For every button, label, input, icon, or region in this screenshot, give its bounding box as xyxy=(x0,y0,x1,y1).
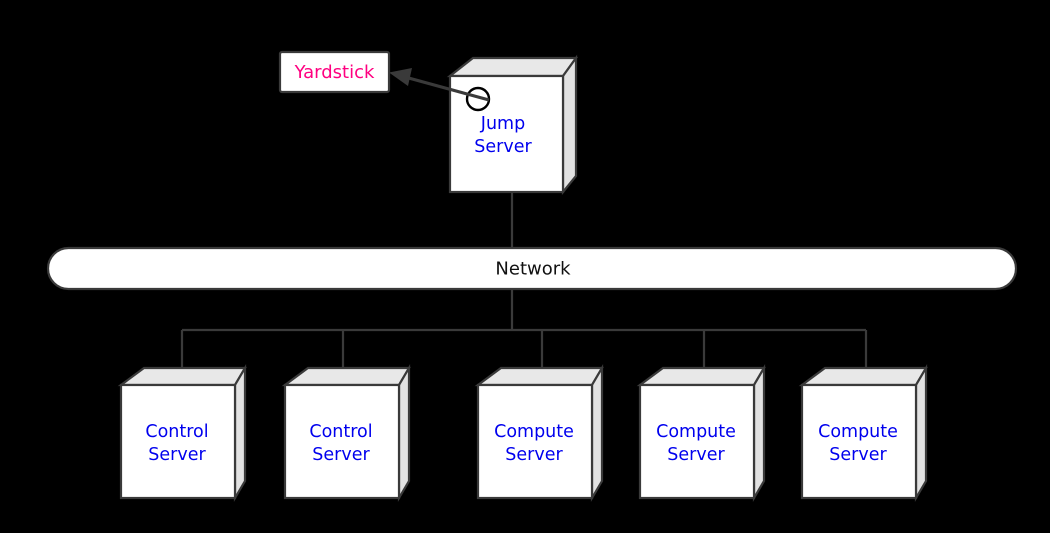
compute-server-1-front-face xyxy=(476,383,594,500)
compute-server-1-label-line1: Compute xyxy=(494,422,574,442)
compute-server-3-top-face xyxy=(798,366,928,387)
compute-server-3-side-face xyxy=(914,363,928,503)
yardstick-label-box[interactable]: Yardstick xyxy=(278,50,391,94)
compute-server-3-front-face xyxy=(800,383,918,500)
compute-server-3-node[interactable]: Compute Server xyxy=(798,363,928,503)
control-server-1-label-line2: Server xyxy=(148,445,206,465)
compute-server-1-node[interactable]: Compute Server xyxy=(474,363,604,503)
compute-server-2-side-face xyxy=(752,363,766,503)
yardstick-text: Yardstick xyxy=(294,62,375,83)
network-bar[interactable]: Network xyxy=(46,246,1018,291)
control-server-2-front-face xyxy=(283,383,401,500)
control-server-2-label-line2: Server xyxy=(312,445,370,465)
compute-server-3-label-line2: Server xyxy=(829,445,887,465)
control-server-1-node[interactable]: Control Server xyxy=(117,363,247,503)
compute-server-1-label-line2: Server xyxy=(505,445,563,465)
jump-server-node[interactable]: Jump Server xyxy=(446,54,579,196)
control-server-2-node[interactable]: Control Server xyxy=(281,363,411,503)
compute-server-2-label-line1: Compute xyxy=(656,422,736,442)
compute-server-3-label-line1: Compute xyxy=(818,422,898,442)
jump-server-label-line1: Jump xyxy=(480,114,525,134)
network-bar-label: Network xyxy=(495,259,571,280)
network-bar-shape xyxy=(46,246,1018,291)
yardstick-box-shape xyxy=(278,50,391,94)
arrow-head-icon xyxy=(389,68,412,86)
control-server-1-front-face xyxy=(119,383,237,500)
compute-server-2-node[interactable]: Compute Server xyxy=(636,363,766,503)
compute-server-2-top-face xyxy=(636,366,766,387)
compute-server-2-front-face xyxy=(638,383,756,500)
jump-server-side-face xyxy=(561,54,578,196)
control-server-2-side-face xyxy=(397,363,411,503)
jump-server-label-line2: Server xyxy=(474,137,532,157)
control-server-2-label-line1: Control xyxy=(309,422,372,442)
arrow-jump-interface-to-yardstick xyxy=(389,68,490,102)
control-server-1-side-face xyxy=(233,363,247,503)
compute-server-2-label-line2: Server xyxy=(667,445,725,465)
compute-server-1-top-face xyxy=(474,366,604,387)
jump-server-top-face xyxy=(446,56,579,78)
arrow-shaft xyxy=(404,75,490,102)
control-server-2-top-face xyxy=(281,366,411,387)
compute-server-1-side-face xyxy=(590,363,604,503)
control-server-1-label-line1: Control xyxy=(145,422,208,442)
control-server-1-top-face xyxy=(117,366,247,387)
